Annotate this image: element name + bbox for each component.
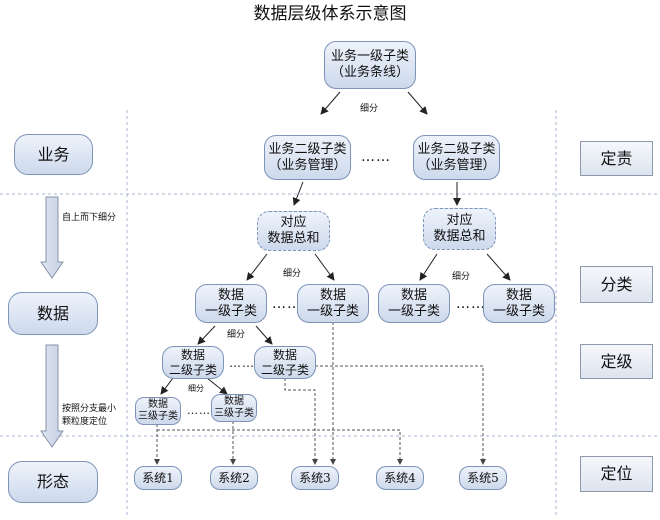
- right-label-duty-text: 定责: [600, 148, 633, 168]
- data-l1-node-a: 数据 一级子类: [195, 284, 267, 323]
- annotation-branch-line1: 按照分支最小: [62, 404, 117, 414]
- ellipsis-data-l2: ……: [229, 356, 255, 370]
- aggregate-right-line1: 对应: [446, 213, 473, 229]
- right-label-locate-text: 定位: [600, 464, 633, 484]
- arrow-l2-to-l3-a: [160, 377, 174, 395]
- aggregate-left-line1: 对应: [280, 215, 307, 231]
- lead-l3a-to-system4: [157, 429, 403, 465]
- business-l2-left-node: 业务二级子类 （业务管理）: [264, 135, 351, 180]
- left-label-form-text: 形态: [36, 472, 69, 492]
- data-l1-b-line2: 一级子类: [306, 303, 359, 319]
- annotation-branch-line2: 颗粒度定位: [62, 417, 108, 427]
- ellipsis-data-l3: ……: [187, 404, 211, 417]
- business-l2-right-line1: 业务二级子类: [417, 141, 496, 157]
- system-4-label: 系统4: [384, 470, 416, 485]
- right-label-grade: 定级: [580, 344, 653, 379]
- aggregate-right-node: 对应 数据总和: [423, 208, 496, 250]
- system-node-5: 系统5: [459, 466, 507, 490]
- left-label-data-text: 数据: [36, 303, 69, 323]
- subdivide-label-left: 细分: [283, 269, 302, 279]
- data-l1-node-d: 数据 一级子类: [483, 284, 555, 323]
- right-label-classify-text: 分类: [600, 274, 633, 294]
- business-l2-right-node: 业务二级子类 （业务管理）: [413, 135, 500, 180]
- arrow-l1-to-l2-b: [255, 325, 273, 345]
- business-l2-left-line1: 业务二级子类: [268, 141, 347, 157]
- data-l2-node-b: 数据 二级子类: [254, 346, 316, 379]
- lead-l2-to-system3: [284, 378, 318, 465]
- left-down-arrow-top: [40, 196, 64, 279]
- arrow-l2-to-l3-b: [206, 377, 228, 395]
- left-label-business: 业务: [14, 134, 93, 175]
- arrow-agg-to-l1-a: [246, 253, 268, 281]
- lead-l2-to-system5: [310, 365, 486, 465]
- data-l2-node-a: 数据 二级子类: [162, 346, 224, 379]
- aggregate-left-line2: 数据总和: [267, 231, 320, 246]
- data-l3-b-line2: 三级子类: [214, 408, 254, 419]
- business-l1-node: 业务一级子类 （业务条线）: [324, 41, 416, 89]
- business-l1-line1: 业务一级子类: [330, 49, 409, 65]
- system-1-label: 系统1: [142, 470, 174, 485]
- left-label-form: 形态: [8, 461, 98, 503]
- arrow-l2-to-aggregate-left: [292, 181, 304, 206]
- business-l2-right-line2: （业务管理）: [417, 157, 496, 173]
- data-l3-b-line1: 数据: [224, 396, 244, 407]
- right-label-duty: 定责: [580, 141, 653, 176]
- system-node-2: 系统2: [210, 466, 258, 490]
- subdivide-label-right: 细分: [452, 272, 471, 282]
- system-node-3: 系统3: [291, 466, 339, 490]
- arrow-agg-to-l1-c: [419, 253, 438, 281]
- system-3-label: 系统3: [299, 470, 331, 485]
- data-l1-node-c: 数据 一级子类: [378, 284, 450, 323]
- subdivide-label-l3: 细分: [188, 384, 204, 393]
- arrow-l1-to-l2-left: [320, 91, 341, 115]
- aggregate-right-line2: 数据总和: [433, 229, 486, 244]
- right-label-classify: 分类: [580, 266, 653, 303]
- system-node-1: 系统1: [134, 466, 182, 490]
- data-l1-a-line1: 数据: [217, 287, 244, 303]
- business-l2-left-line2: （业务管理）: [268, 157, 347, 173]
- ellipsis-business-l2: ……: [361, 149, 391, 165]
- ellipsis-data-l1-left: ……: [272, 296, 302, 312]
- aggregate-left-node: 对应 数据总和: [257, 211, 330, 251]
- data-l3-node-a: 数据 三级子类: [135, 397, 181, 425]
- data-l1-c-line2: 一级子类: [387, 303, 440, 319]
- arrow-agg-to-l1-b: [314, 253, 335, 281]
- subdivide-label-l2: 细分: [227, 330, 246, 340]
- arrow-l1-to-l2-right: [407, 91, 428, 115]
- system-2-label: 系统2: [218, 470, 250, 485]
- data-l3-node-b: 数据 三级子类: [211, 394, 257, 422]
- data-l1-node-b: 数据 一级子类: [297, 284, 369, 323]
- data-l3-a-line1: 数据: [148, 399, 168, 410]
- data-l2-b-line2: 二级子类: [260, 362, 309, 377]
- system-node-4: 系统4: [376, 466, 424, 490]
- data-l2-a-line2: 二级子类: [168, 362, 217, 377]
- arrow-l1-to-l2-a: [197, 325, 216, 345]
- data-l2-a-line1: 数据: [180, 348, 205, 363]
- arrow-agg-to-l1-d: [486, 253, 511, 281]
- right-label-locate: 定位: [580, 456, 653, 492]
- data-l1-d-line1: 数据: [505, 287, 532, 303]
- left-down-arrow-bottom: [40, 344, 64, 448]
- annotation-top-down: 自上而下细分: [62, 213, 117, 223]
- data-l2-b-line1: 数据: [272, 348, 297, 363]
- left-label-data: 数据: [8, 292, 98, 335]
- left-label-business-text: 业务: [37, 144, 70, 164]
- data-l1-b-line1: 数据: [319, 287, 346, 303]
- subdivide-label-top: 细分: [360, 104, 379, 114]
- diagram-title: 数据层级体系示意图: [253, 4, 407, 24]
- data-l3-a-line2: 三级子类: [138, 411, 178, 422]
- data-l1-d-line2: 一级子类: [492, 303, 545, 319]
- system-5-label: 系统5: [467, 470, 499, 485]
- business-l1-line2: （业务条线）: [330, 65, 409, 80]
- right-label-grade-text: 定级: [600, 351, 633, 371]
- data-l1-c-line1: 数据: [400, 287, 427, 303]
- data-l1-a-line2: 一级子类: [204, 303, 257, 319]
- ellipsis-data-l1-right: ……: [456, 296, 486, 312]
